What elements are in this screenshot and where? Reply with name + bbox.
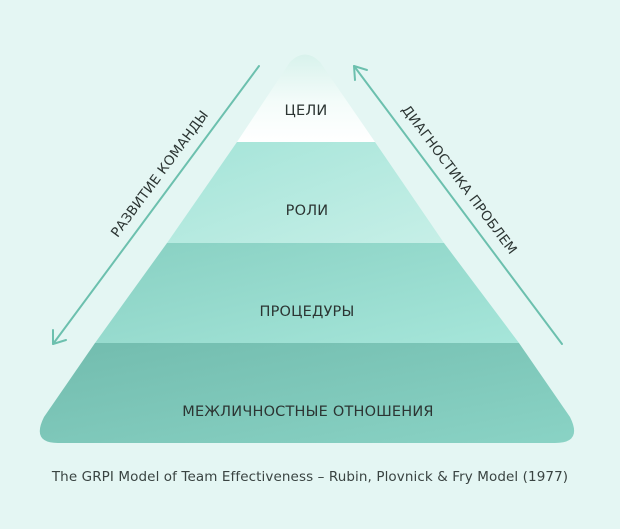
level-label-relationships: МЕЖЛИЧНОСТНЫЕ ОТНОШЕНИЯ	[182, 404, 433, 420]
pyramid-level-relationships	[39, 343, 575, 443]
arrow-up-icon	[353, 65, 368, 81]
pyramid-level-goals	[237, 54, 375, 142]
level-label-procedures: ПРОЦЕДУРЫ	[260, 304, 355, 320]
pyramid-level-procedures	[95, 243, 519, 343]
pyramid-level-roles	[167, 142, 444, 243]
pyramid: ЦЕЛИ РОЛИ ПРОЦЕДУРЫ МЕЖЛИЧНОСТНЫЕ ОТНОШЕ…	[39, 54, 575, 443]
level-label-goals: ЦЕЛИ	[285, 103, 328, 119]
level-label-roles: РОЛИ	[286, 203, 329, 219]
right-arrow-shaft	[353, 65, 563, 345]
left-arrow-shaft	[52, 65, 260, 345]
arrow-down-icon	[52, 329, 67, 345]
diagram-caption: The GRPI Model of Team Effectiveness – R…	[51, 469, 569, 485]
